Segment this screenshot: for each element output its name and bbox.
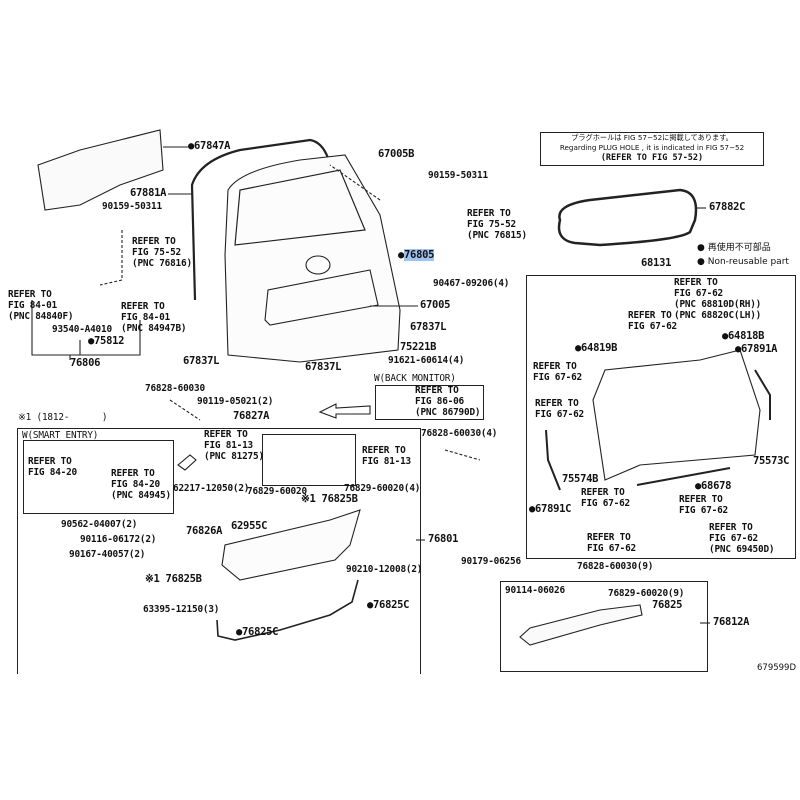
arrow-shape xyxy=(177,454,197,471)
part-label[interactable]: 90159-50311 xyxy=(428,170,488,181)
refer-label[interactable]: REFER TO FIG 67-62 xyxy=(535,398,584,420)
part-label[interactable]: 90467-09206(4) xyxy=(433,278,510,289)
refer-label[interactable]: REFER TO FIG 84-01 (PNC 84840F) xyxy=(8,289,74,322)
note-japanese: プラグホールは FIG 57−52に掲載してあります。 xyxy=(571,133,733,142)
refer-label[interactable]: REFER TO FIG 81-13 (PNC 81275) xyxy=(204,429,264,462)
note-english: Regarding PLUG HOLE , it is indicated in… xyxy=(559,143,745,152)
part-label[interactable]: 76825 xyxy=(652,599,683,611)
smart-entry-outer-box xyxy=(17,428,421,674)
part-label[interactable]: 76828-60030(9) xyxy=(577,561,654,572)
part-label[interactable]: 76806 xyxy=(70,357,101,369)
part-label[interactable]: 75221B xyxy=(400,341,437,353)
part-label[interactable]: ●67891A xyxy=(735,343,778,355)
back-door-panel xyxy=(224,154,401,363)
smart-entry-box xyxy=(23,440,174,514)
refer-label[interactable]: REFER TO FIG 67-62 (PNC 69450D) xyxy=(709,522,775,555)
legend: ● 再使用不可部品 ● Non-reusable part xyxy=(697,241,789,269)
part-label[interactable]: ●64819B xyxy=(575,342,618,354)
highlighted-part-number: 76805 xyxy=(404,249,435,261)
plug-hole-note: プラグホールは FIG 57−52に掲載してあります。 Regarding PL… xyxy=(540,132,764,166)
part-label[interactable]: 67005 xyxy=(420,299,451,311)
part-label[interactable]: 90116-06172(2) xyxy=(80,534,157,545)
part-label[interactable]: 67005B xyxy=(378,148,415,160)
garnish-76825 xyxy=(519,604,643,646)
part-label[interactable]: 76827A xyxy=(233,410,270,422)
part-label[interactable]: 62217-12050(2) xyxy=(173,483,250,494)
note-reference: (REFER TO FIG 57-52) xyxy=(600,153,704,163)
part-label[interactable]: ●68678 xyxy=(695,480,732,492)
garnish-76812A-box xyxy=(500,581,708,672)
weatherstrip-glass xyxy=(557,188,698,247)
part-label[interactable]: ●75812 xyxy=(88,335,125,347)
part-label[interactable]: 76829-60020(4) xyxy=(344,483,421,494)
condition-label: W(SMART ENTRY) xyxy=(22,430,99,441)
footnote-label: ※1 (1812- ) xyxy=(18,412,108,423)
part-label[interactable]: 90562-04007(2) xyxy=(61,519,138,530)
part-label[interactable]: 90114-06026 xyxy=(505,585,565,596)
part-label[interactable]: 90179-06256 xyxy=(461,556,521,567)
glass-group-box xyxy=(526,275,796,559)
part-label[interactable]: 68131 xyxy=(641,257,672,269)
part-label[interactable]: 62955C xyxy=(231,520,268,532)
part-label[interactable]: 63395-12150(3) xyxy=(143,604,220,615)
garnish-part xyxy=(221,509,361,581)
weatherstrip-part xyxy=(190,138,330,301)
refer-label[interactable]: REFER TO FIG 84-01 (PNC 84947B) xyxy=(121,301,187,334)
refer-label[interactable]: REFER TO FIG 67-62 (PNC 68810D(RH)) (PNC… xyxy=(674,277,762,321)
refer-label[interactable]: REFER TO FIG 81-13 xyxy=(362,445,411,467)
refer-label[interactable]: REFER TO FIG 67-62 xyxy=(587,532,636,554)
part-label[interactable]: 76812A xyxy=(713,616,750,628)
insulator-part xyxy=(37,129,164,211)
part-label[interactable]: ●67891C xyxy=(529,503,572,515)
part-label[interactable]: ※1 76825B xyxy=(145,573,202,585)
back-monitor-box xyxy=(375,385,484,420)
refer-label[interactable]: REFER TO FIG 84-20 (PNC 84945) xyxy=(111,468,171,501)
back-window-glass xyxy=(592,349,761,481)
refer-label[interactable]: REFER TO FIG 86-06 (PNC 86790D) xyxy=(415,385,481,418)
part-label[interactable]: 76828-60030 xyxy=(145,383,205,394)
part-label[interactable]: 67881A xyxy=(130,187,167,199)
refer-label[interactable]: REFER TO FIG 67-62 xyxy=(581,487,630,509)
non-reusable-dot: ● xyxy=(398,249,405,261)
part-label[interactable]: ※1 76825B xyxy=(301,493,358,505)
part-label[interactable]: 76801 xyxy=(428,533,459,545)
part-label[interactable]: ●67847A xyxy=(188,140,231,152)
refer-label[interactable]: REFER TO FIG 75-52 (PNC 76815) xyxy=(467,208,527,241)
part-label[interactable]: 75574B xyxy=(562,473,599,485)
figure-id: 679599D xyxy=(757,663,796,673)
part-label[interactable]: 90210-12008(2) xyxy=(346,564,423,575)
part-label[interactable]: 90119-05021(2) xyxy=(197,396,274,407)
moulding-76825C xyxy=(216,579,359,641)
fig81-13-box xyxy=(262,434,356,486)
part-label[interactable]: 90159-50311 xyxy=(102,201,162,212)
moulding-67891A xyxy=(754,369,771,420)
part-label[interactable]: 76826A xyxy=(186,525,223,537)
part-label[interactable]: 75573C xyxy=(753,455,790,467)
refer-label[interactable]: REFER TO FIG 67-62 xyxy=(533,361,582,383)
part-label[interactable]: 67837L xyxy=(305,361,342,373)
part-label[interactable]: 76828-60030(4) xyxy=(421,428,498,439)
part-label[interactable]: 76829-60020 xyxy=(247,486,307,497)
part-label[interactable]: 93540-A4010 xyxy=(52,324,112,335)
part-label[interactable]: 67882C xyxy=(709,201,746,213)
part-label[interactable]: 67837L xyxy=(183,355,220,367)
refer-label[interactable]: REFER TO FIG 75-52 (PNC 76816) xyxy=(132,236,192,269)
legend-english: ● Non-reusable part xyxy=(697,257,789,267)
part-label-highlighted[interactable]: ●76805 xyxy=(398,249,435,261)
refer-label[interactable]: REFER TO FIG 67-62 xyxy=(628,310,677,332)
part-label[interactable]: ●76825C xyxy=(367,599,410,611)
part-label[interactable]: ●76825C xyxy=(236,626,279,638)
part-label[interactable]: 76829-60020(9) xyxy=(608,588,685,599)
arrow-shape xyxy=(318,403,371,419)
legend-japanese: ● 再使用不可部品 xyxy=(697,243,771,253)
refer-label[interactable]: REFER TO FIG 84-20 xyxy=(28,456,77,478)
moulding-67891C xyxy=(545,429,561,491)
part-label[interactable]: ●64818B xyxy=(722,330,765,342)
condition-label: W(BACK MONITOR) xyxy=(374,373,456,384)
part-label[interactable]: 67837L xyxy=(410,321,447,333)
part-label[interactable]: 91621-60614(4) xyxy=(388,355,465,366)
part-label[interactable]: 90167-40057(2) xyxy=(69,549,146,560)
refer-label[interactable]: REFER TO FIG 67-62 xyxy=(679,494,728,516)
